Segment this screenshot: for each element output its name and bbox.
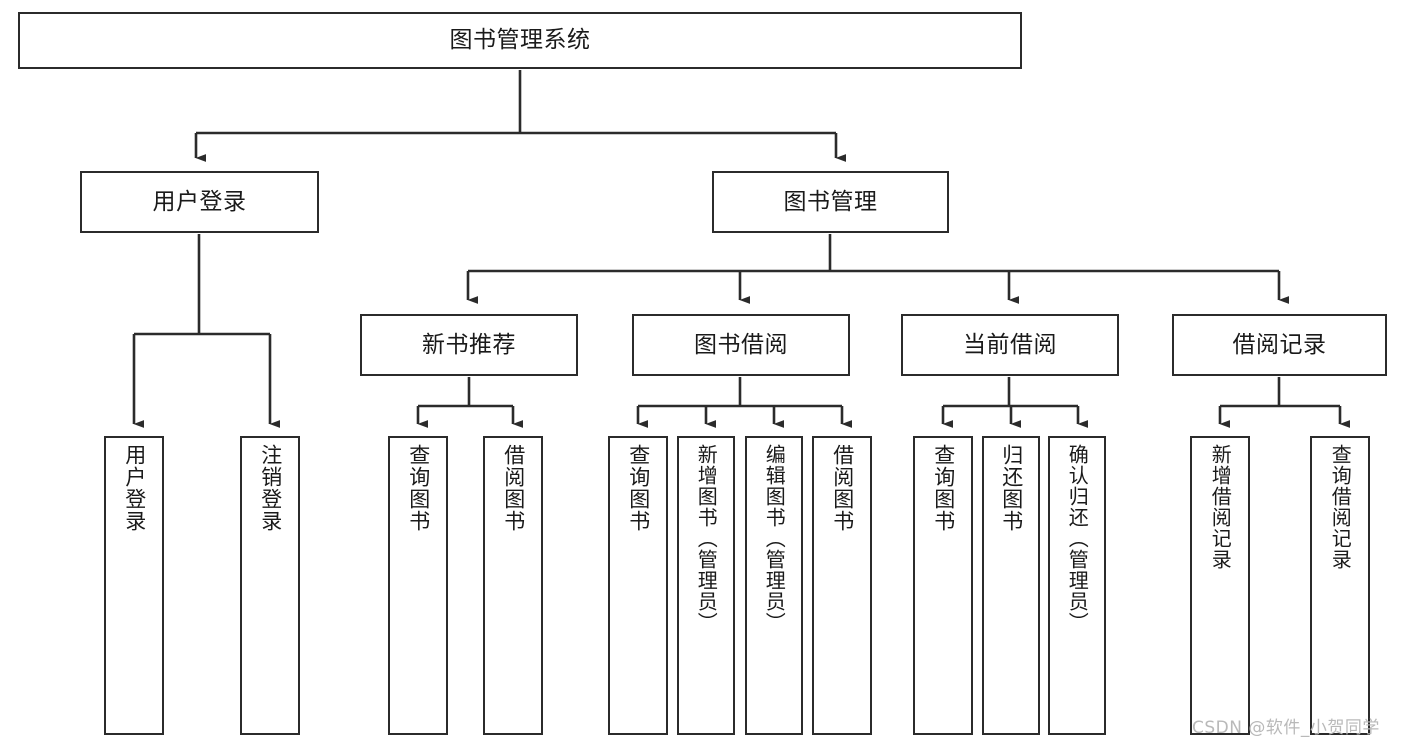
node-label: 归还图书	[999, 444, 1024, 532]
node-label: 借阅记录	[1232, 331, 1327, 358]
leaf-book-borrow-edit[interactable]: 编辑图书（管理员）	[745, 436, 803, 735]
leaf-current-borrow-return[interactable]: 归还图书	[982, 436, 1040, 735]
node-label: 编辑图书（管理员）	[762, 444, 787, 633]
node-label: 图书借阅	[694, 331, 788, 358]
node-label: 借阅图书	[830, 444, 855, 532]
node-label: 新增图书（管理员）	[694, 444, 719, 633]
node-label: 查询借阅记录	[1328, 444, 1353, 570]
node-label: 图书管理系统	[449, 27, 591, 54]
leaf-user-login-signin[interactable]: 用户登录	[104, 436, 164, 735]
node-label: 新增借阅记录	[1208, 444, 1233, 570]
node-label: 用户登录	[122, 444, 147, 532]
node-root[interactable]: 图书管理系统	[18, 12, 1022, 69]
leaf-book-borrow-borrow[interactable]: 借阅图书	[812, 436, 872, 735]
node-current-borrow[interactable]: 当前借阅	[901, 314, 1119, 376]
node-new-book-recommendation[interactable]: 新书推荐	[360, 314, 578, 376]
node-label: 图书管理	[783, 188, 878, 215]
node-label: 借阅图书	[501, 444, 526, 532]
node-book-borrow[interactable]: 图书借阅	[632, 314, 850, 376]
node-label: 查询图书	[406, 444, 431, 532]
leaf-current-borrow-confirm-return[interactable]: 确认归还（管理员）	[1048, 436, 1106, 735]
leaf-borrow-record-query[interactable]: 查询借阅记录	[1310, 436, 1370, 735]
node-book-management[interactable]: 图书管理	[712, 171, 949, 233]
node-label: 用户登录	[152, 188, 247, 215]
leaf-new-book-borrow[interactable]: 借阅图书	[483, 436, 543, 735]
leaf-borrow-record-add[interactable]: 新增借阅记录	[1190, 436, 1250, 735]
csdn-watermark: CSDN @软件_小贺同学	[1192, 718, 1380, 738]
node-label: 确认归还（管理员）	[1065, 444, 1090, 633]
leaf-new-book-query[interactable]: 查询图书	[388, 436, 448, 735]
leaf-user-login-signout[interactable]: 注销登录	[240, 436, 300, 735]
node-label: 当前借阅	[963, 331, 1057, 358]
node-label: 注销登录	[258, 444, 283, 532]
node-borrow-record[interactable]: 借阅记录	[1172, 314, 1387, 376]
node-label: 新书推荐	[422, 331, 516, 358]
leaf-current-borrow-query[interactable]: 查询图书	[913, 436, 973, 735]
node-user-login[interactable]: 用户登录	[80, 171, 319, 233]
leaf-book-borrow-add[interactable]: 新增图书（管理员）	[677, 436, 735, 735]
node-label: 查询图书	[931, 444, 956, 532]
leaf-book-borrow-query[interactable]: 查询图书	[608, 436, 668, 735]
node-label: 查询图书	[626, 444, 651, 532]
